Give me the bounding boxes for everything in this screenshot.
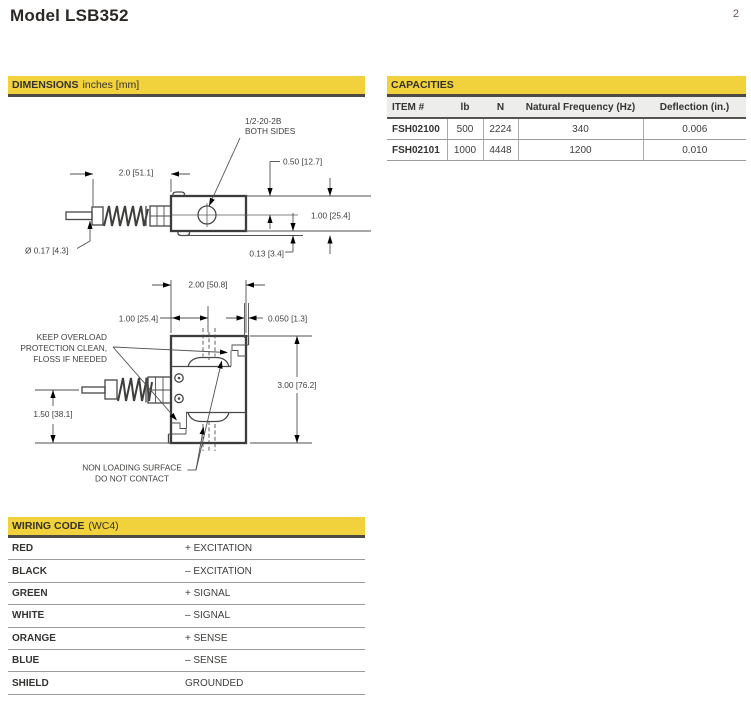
side-thread-note: 1/2-20-2B BOTH SIDES [206,116,296,208]
wiring-title-suffix: (WC4) [88,520,119,532]
dimensions-drawing: 2.0 [51.1] 0.50 [12.7] 1.00 [25.4] 0.13 … [20,116,371,484]
wiring-row: BLACK – EXCITATION [8,560,365,583]
capacities-header-row: ITEM # lb N Natural Frequency (Hz) Defle… [387,97,746,119]
side-view-cable-assembly [65,205,172,227]
cell-n: 4448 [482,139,518,161]
cell-lb: 1000 [446,139,483,161]
col-item: ITEM # [387,97,447,119]
capacities-title: CAPACITIES [391,79,454,91]
wiring-title: WIRING CODE [12,520,85,532]
nonloading-note-line1: NON LOADING SURFACE [82,463,182,473]
cell-n: 2224 [482,118,518,140]
dim-label-2-0: 2.0 [51.1] [119,168,154,178]
wiring-section-header: WIRING CODE (WC4) [8,517,365,538]
dim-label-0050: 0.050 [1.3] [268,314,307,324]
dim-label-050: 0.50 [12.7] [283,157,322,167]
wire-function: – SENSE [185,655,228,667]
wire-color: WHITE [12,610,45,622]
capacities-table: ITEM # lb N Natural Frequency (Hz) Defle… [387,97,746,161]
cell-deflection: 0.006 [642,118,746,140]
wiring-row: WHITE – SIGNAL [8,605,365,628]
capacities-section: CAPACITIES ITEM # lb N Natural Frequency… [387,76,746,161]
front-dim-width: 2.00 [50.8] [152,280,265,333]
wiring-row: BLUE – SENSE [8,649,365,673]
dim-label-100-side: 1.00 [25.4] [311,211,350,221]
page-title: Model LSB352 [10,6,129,25]
thread-note-line2: BOTH SIDES [245,126,296,136]
wire-function: GROUNDED [185,677,244,689]
cell-item: FSH02100 [387,118,447,140]
cell-lb: 500 [446,118,483,140]
nonloading-note-line2: DO NOT CONTACT [95,474,169,484]
overload-note-line2: PROTECTION CLEAN, [20,343,107,353]
cell-deflection: 0.010 [642,139,746,161]
front-view-cable-assembly [81,376,172,404]
front-nonloading-note: NON LOADING SURFACE DO NOT CONTACT [82,359,225,484]
wire-function: + SIGNAL [185,587,231,599]
dim-label-013: 0.13 [3.4] [249,249,284,259]
capacities-section-header: CAPACITIES [387,76,746,97]
dim-label-150: 1.50 [38.1] [33,409,72,419]
col-frequency: Natural Frequency (Hz) [518,97,643,119]
wire-color: BLACK [12,565,47,577]
dim-label-200: 2.00 [50.8] [188,280,227,290]
side-dim-cable-dia: Ø 0.17 [4.3] [25,221,93,256]
front-overload-note: KEEP OVERLOAD PROTECTION CLEAN, FLOSS IF… [20,332,229,423]
capacities-row: FSH02101 1000 4448 1200 0.010 [387,139,746,161]
side-view-reference-lines [180,195,371,236]
col-n: N [483,97,518,119]
wiring-row: ORANGE + SENSE [8,627,365,650]
cell-item: FSH02101 [387,139,447,161]
front-dim-centerheight: 1.50 [38.1] [33,389,171,444]
wire-function: + SENSE [185,632,228,644]
overload-note-line3: FLOSS IF NEEDED [33,354,107,364]
side-dim-tab: 0.13 [3.4] [249,213,296,259]
thread-note-line1: 1/2-20-2B [245,116,282,126]
dimensions-subtitle: inches [mm] [82,79,140,91]
wire-color: RED [12,543,34,555]
dim-label-300: 3.00 [76.2] [277,380,316,390]
wire-color: SHIELD [12,677,49,689]
front-dim-gap: 0.050 [1.3] [226,303,307,340]
front-dim-center: 1.00 [25.4] [119,306,209,332]
capacities-row: FSH02100 500 2224 340 0.006 [387,118,746,140]
wire-color: GREEN [12,587,48,599]
dimensions-title: DIMENSIONS [12,79,79,91]
cell-frequency: 340 [517,118,643,140]
wire-function: – SIGNAL [185,610,231,622]
col-deflection: Deflection (in.) [643,97,746,119]
side-dim-cable-length: 2.0 [51.1] [70,168,190,206]
wiring-row: GREEN + SIGNAL [8,582,365,606]
col-lb: lb [447,97,483,119]
front-view-body [167,328,250,453]
wiring-row: SHIELD GROUNDED [8,672,365,695]
dim-label-dia: Ø 0.17 [4.3] [25,246,68,256]
side-view-body [169,191,248,237]
side-dim-height: 1.00 [25.4] [311,178,350,254]
front-dim-height: 3.00 [76.2] [250,335,317,444]
wire-function: – EXCITATION [185,565,252,577]
cell-frequency: 1200 [517,139,643,161]
wiring-section: WIRING CODE (WC4) RED + EXCITATION BLACK… [8,517,365,695]
side-dim-half: 0.50 [12.7] [267,157,322,229]
wire-color: ORANGE [12,632,56,644]
wiring-row: RED + EXCITATION [8,538,365,561]
page-number: 2 [732,8,739,20]
overload-note-line1: KEEP OVERLOAD [37,332,107,342]
dimensions-section-header: DIMENSIONS inches [mm] [8,76,365,97]
wire-color: BLUE [12,655,40,667]
dim-label-100-front: 1.00 [25.4] [119,314,158,324]
wire-function: + EXCITATION [185,543,253,555]
